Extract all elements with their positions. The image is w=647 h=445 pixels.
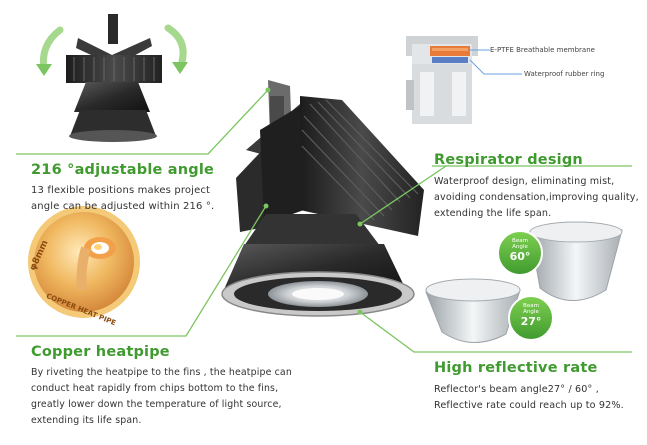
high-reflective-line: Reflective rate could reach up to 92%. [434,400,624,411]
adjustable-angle-text: 13 flexible positions makes project angl… [31,183,241,215]
reflector-images [425,221,623,343]
beam-badge-27-value: 27° [520,315,542,328]
high-reflective-text: Reflector's beam angle27° / 60° , Reflec… [434,382,640,414]
membrane-callout-lines [469,49,522,75]
beam-badge-27-label-1: Beam [523,303,539,309]
main-lamp-image [221,80,424,317]
rubber-ring-callout: Waterproof rubber ring [524,70,605,78]
beam-badge-27-label-2: Angle [523,309,539,315]
copper-heatpipe-title: Copper heatpipe [31,344,170,360]
beam-badge-60: Beam Angle 60° [498,238,542,263]
beam-badge-60-value: 60° [509,250,531,263]
membrane-cutaway-image [406,36,478,124]
beam-badge-60-label-2: Angle [512,244,528,250]
adjustable-angle-line: angle can be adjusted within 216 °. [31,201,215,212]
copper-heatpipe-line: greatly lower down the temperature of li… [31,399,282,410]
copper-heatpipe-badge [28,206,140,318]
high-reflective-title: High reflective rate [434,360,598,376]
membrane-callout: E-PTFE Breathable membrane [490,46,595,54]
respirator-design-text: Waterproof design, eliminating mist, avo… [434,174,640,222]
beam-badge-27: Beam Angle 27° [509,303,553,328]
adjustable-angle-line: 13 flexible positions makes project [31,185,211,196]
respirator-design-line: extending the life span. [434,208,552,219]
copper-heatpipe-text: By riveting the heatpipe to the fins , t… [31,365,321,429]
beam-badge-60-label-1: Beam [512,238,528,244]
adjustable-angle-title: 216 °adjustable angle [31,162,215,178]
copper-heatpipe-line: extending its life span. [31,415,142,426]
connector-lines [16,89,632,353]
small-lamp-image [36,14,188,142]
respirator-design-line: Waterproof design, eliminating mist, [434,176,615,187]
respirator-design-line: avoiding condensation,improving quality, [434,192,639,203]
respirator-design-title: Respirator design [434,152,583,168]
beam-badges [497,230,554,341]
copper-heatpipe-line: By riveting the heatpipe to the fins , t… [31,367,292,378]
high-reflective-line: Reflector's beam angle27° / 60° , [434,384,599,395]
copper-heatpipe-line: conduct heat rapidly from chips bottom t… [31,383,279,394]
